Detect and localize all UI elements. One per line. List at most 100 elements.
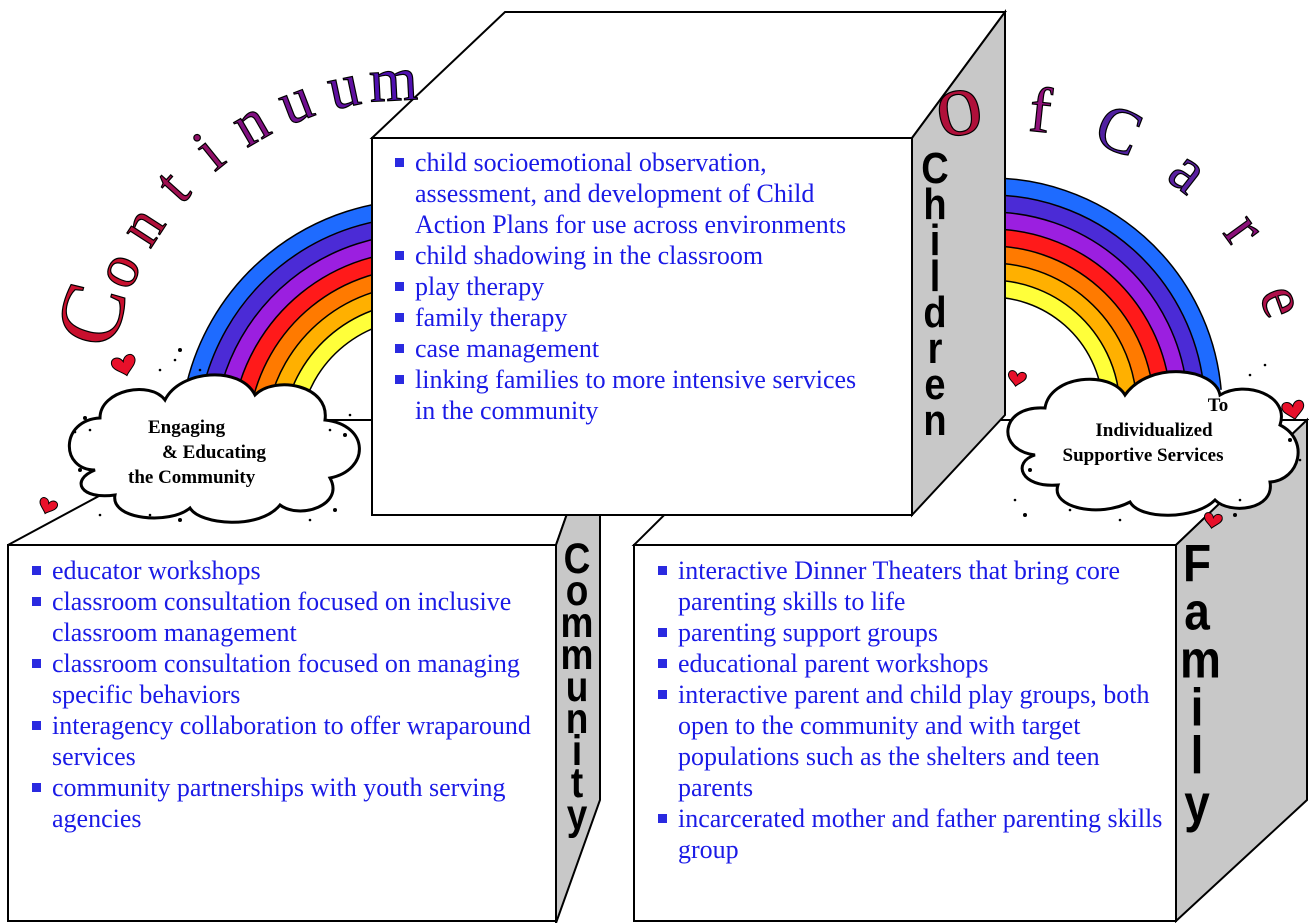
sparkle-dot xyxy=(333,508,337,512)
right-rainbow-outline xyxy=(983,211,1188,393)
right-cloud-text: To Individualized Supportive Services xyxy=(1028,393,1258,468)
community-side-letter: n xyxy=(565,694,589,743)
sparkle-dot xyxy=(1118,518,1122,522)
family-side-letter: m xyxy=(1180,629,1221,689)
heart-icon xyxy=(1204,512,1223,530)
sparkle-dot xyxy=(348,413,352,417)
children-side-letter: i xyxy=(929,216,941,266)
children-side-letter: d xyxy=(923,288,947,338)
title-continuum-letter: n xyxy=(220,86,281,160)
title-of-care-letter: r xyxy=(1211,199,1281,258)
family-list-item: parenting support groups xyxy=(656,617,1176,648)
family-side-letter: F xyxy=(1182,533,1212,593)
community-list-item: classroom consultation focused on inclus… xyxy=(30,586,550,648)
sparkle-dot xyxy=(73,430,77,434)
children-side-letter: l xyxy=(929,252,941,302)
children-side-letter: e xyxy=(924,360,946,410)
title-continuum-letter: u xyxy=(321,51,365,124)
community-list-item: classroom consultation focused on managi… xyxy=(30,648,550,710)
right-rainbow-band xyxy=(981,178,1222,392)
children-list-item: linking families to more intensive servi… xyxy=(393,364,873,426)
sparkle-dot xyxy=(1233,513,1237,517)
family-side-letter: i xyxy=(1190,677,1204,737)
hearts-group xyxy=(39,353,1305,530)
community-side-letter: u xyxy=(565,662,589,711)
title-continuum-letter: m xyxy=(367,45,419,115)
right-rainbow-band xyxy=(983,212,1188,395)
left-cloud-text: Engaging & Educating the Community xyxy=(128,415,328,490)
heart-icon xyxy=(1281,399,1305,421)
community-list-item: community partnerships with youth servin… xyxy=(30,772,550,834)
community-list-item: interagency collaboration to offer wrapa… xyxy=(30,710,550,772)
right-rainbow xyxy=(981,177,1222,401)
family-list: interactive Dinner Theaters that bring c… xyxy=(656,555,1176,865)
right-cloud xyxy=(1006,370,1300,517)
community-side-letter: m xyxy=(560,598,594,647)
sparkle-dot xyxy=(1008,438,1012,442)
community-side-letter: o xyxy=(565,566,589,615)
sparkle-dot xyxy=(1023,513,1027,517)
sparkle-dot xyxy=(343,433,347,437)
sparkle-dot xyxy=(1248,373,1252,377)
title-continuum-letter: u xyxy=(269,64,322,139)
right-rainbow-outline xyxy=(984,262,1138,398)
sparkle-dot xyxy=(178,348,182,352)
community-side-letter: y xyxy=(566,790,588,839)
children-side-letter: h xyxy=(923,180,947,230)
children-list-item: play therapy xyxy=(393,271,873,302)
left-cloud-line-1: Engaging xyxy=(148,417,226,438)
sparkle-dot xyxy=(78,468,82,472)
children-list-item: child socioemotional observation, assess… xyxy=(393,147,873,240)
right-rainbow-outline xyxy=(984,245,1155,396)
heart-icon xyxy=(39,497,59,515)
sparkle-dot xyxy=(308,518,312,522)
sparkle-dot xyxy=(1238,498,1242,502)
right-rainbow-outline xyxy=(986,296,1104,401)
heart-icon xyxy=(1008,370,1027,388)
title-continuum-letter: t xyxy=(141,157,203,215)
sparkle-dot xyxy=(98,513,102,517)
family-side-letter: a xyxy=(1184,581,1210,641)
right-cloud-line-1: To xyxy=(1207,395,1229,416)
family-list-item: interactive Dinner Theaters that bring c… xyxy=(656,555,1176,617)
right-cloud-line-3: Supportive Services xyxy=(1062,445,1224,466)
family-list-item: incarcerated mother and father parenting… xyxy=(656,803,1176,865)
right-rainbow-band xyxy=(983,229,1171,396)
sparkle-dot xyxy=(148,513,152,517)
children-side-letter: r xyxy=(927,324,943,374)
right-rainbow-band xyxy=(982,195,1205,393)
children-list-item: family therapy xyxy=(393,302,873,333)
heart-icon xyxy=(110,353,136,377)
right-rainbow-outline xyxy=(981,177,1222,390)
right-rainbow-outline xyxy=(982,194,1205,392)
sparkle-dot xyxy=(178,518,182,522)
sparkle-dot xyxy=(158,368,162,372)
sparkle-dot xyxy=(1298,458,1302,462)
sparkle-dot xyxy=(1288,438,1292,442)
sparkle-dot xyxy=(83,416,87,420)
right-rainbow-band xyxy=(984,246,1154,398)
family-side-letter: l xyxy=(1190,725,1204,785)
sparkle-dot xyxy=(1013,498,1017,502)
children-side-letter: n xyxy=(923,396,947,446)
right-rainbow-outline xyxy=(983,228,1172,395)
family-box xyxy=(631,417,1309,923)
sparkle-dot xyxy=(198,368,202,372)
title-of-care-letter: C xyxy=(1086,89,1152,171)
right-rainbow-outline xyxy=(985,279,1121,399)
left-cloud-line-3: the Community xyxy=(128,467,256,488)
title-of-care-letter: f xyxy=(1026,74,1055,147)
community-side-letter: C xyxy=(563,534,591,583)
sparkle-dot xyxy=(173,358,177,362)
community-side-letter: t xyxy=(570,758,584,807)
children-box xyxy=(369,8,1007,518)
family-side-letter: y xyxy=(1184,773,1210,833)
community-list-item: educator workshops xyxy=(30,555,550,586)
sparkle-dot xyxy=(1028,468,1032,472)
community-side-letter: i xyxy=(571,726,583,775)
sparkle-dot xyxy=(1068,508,1072,512)
